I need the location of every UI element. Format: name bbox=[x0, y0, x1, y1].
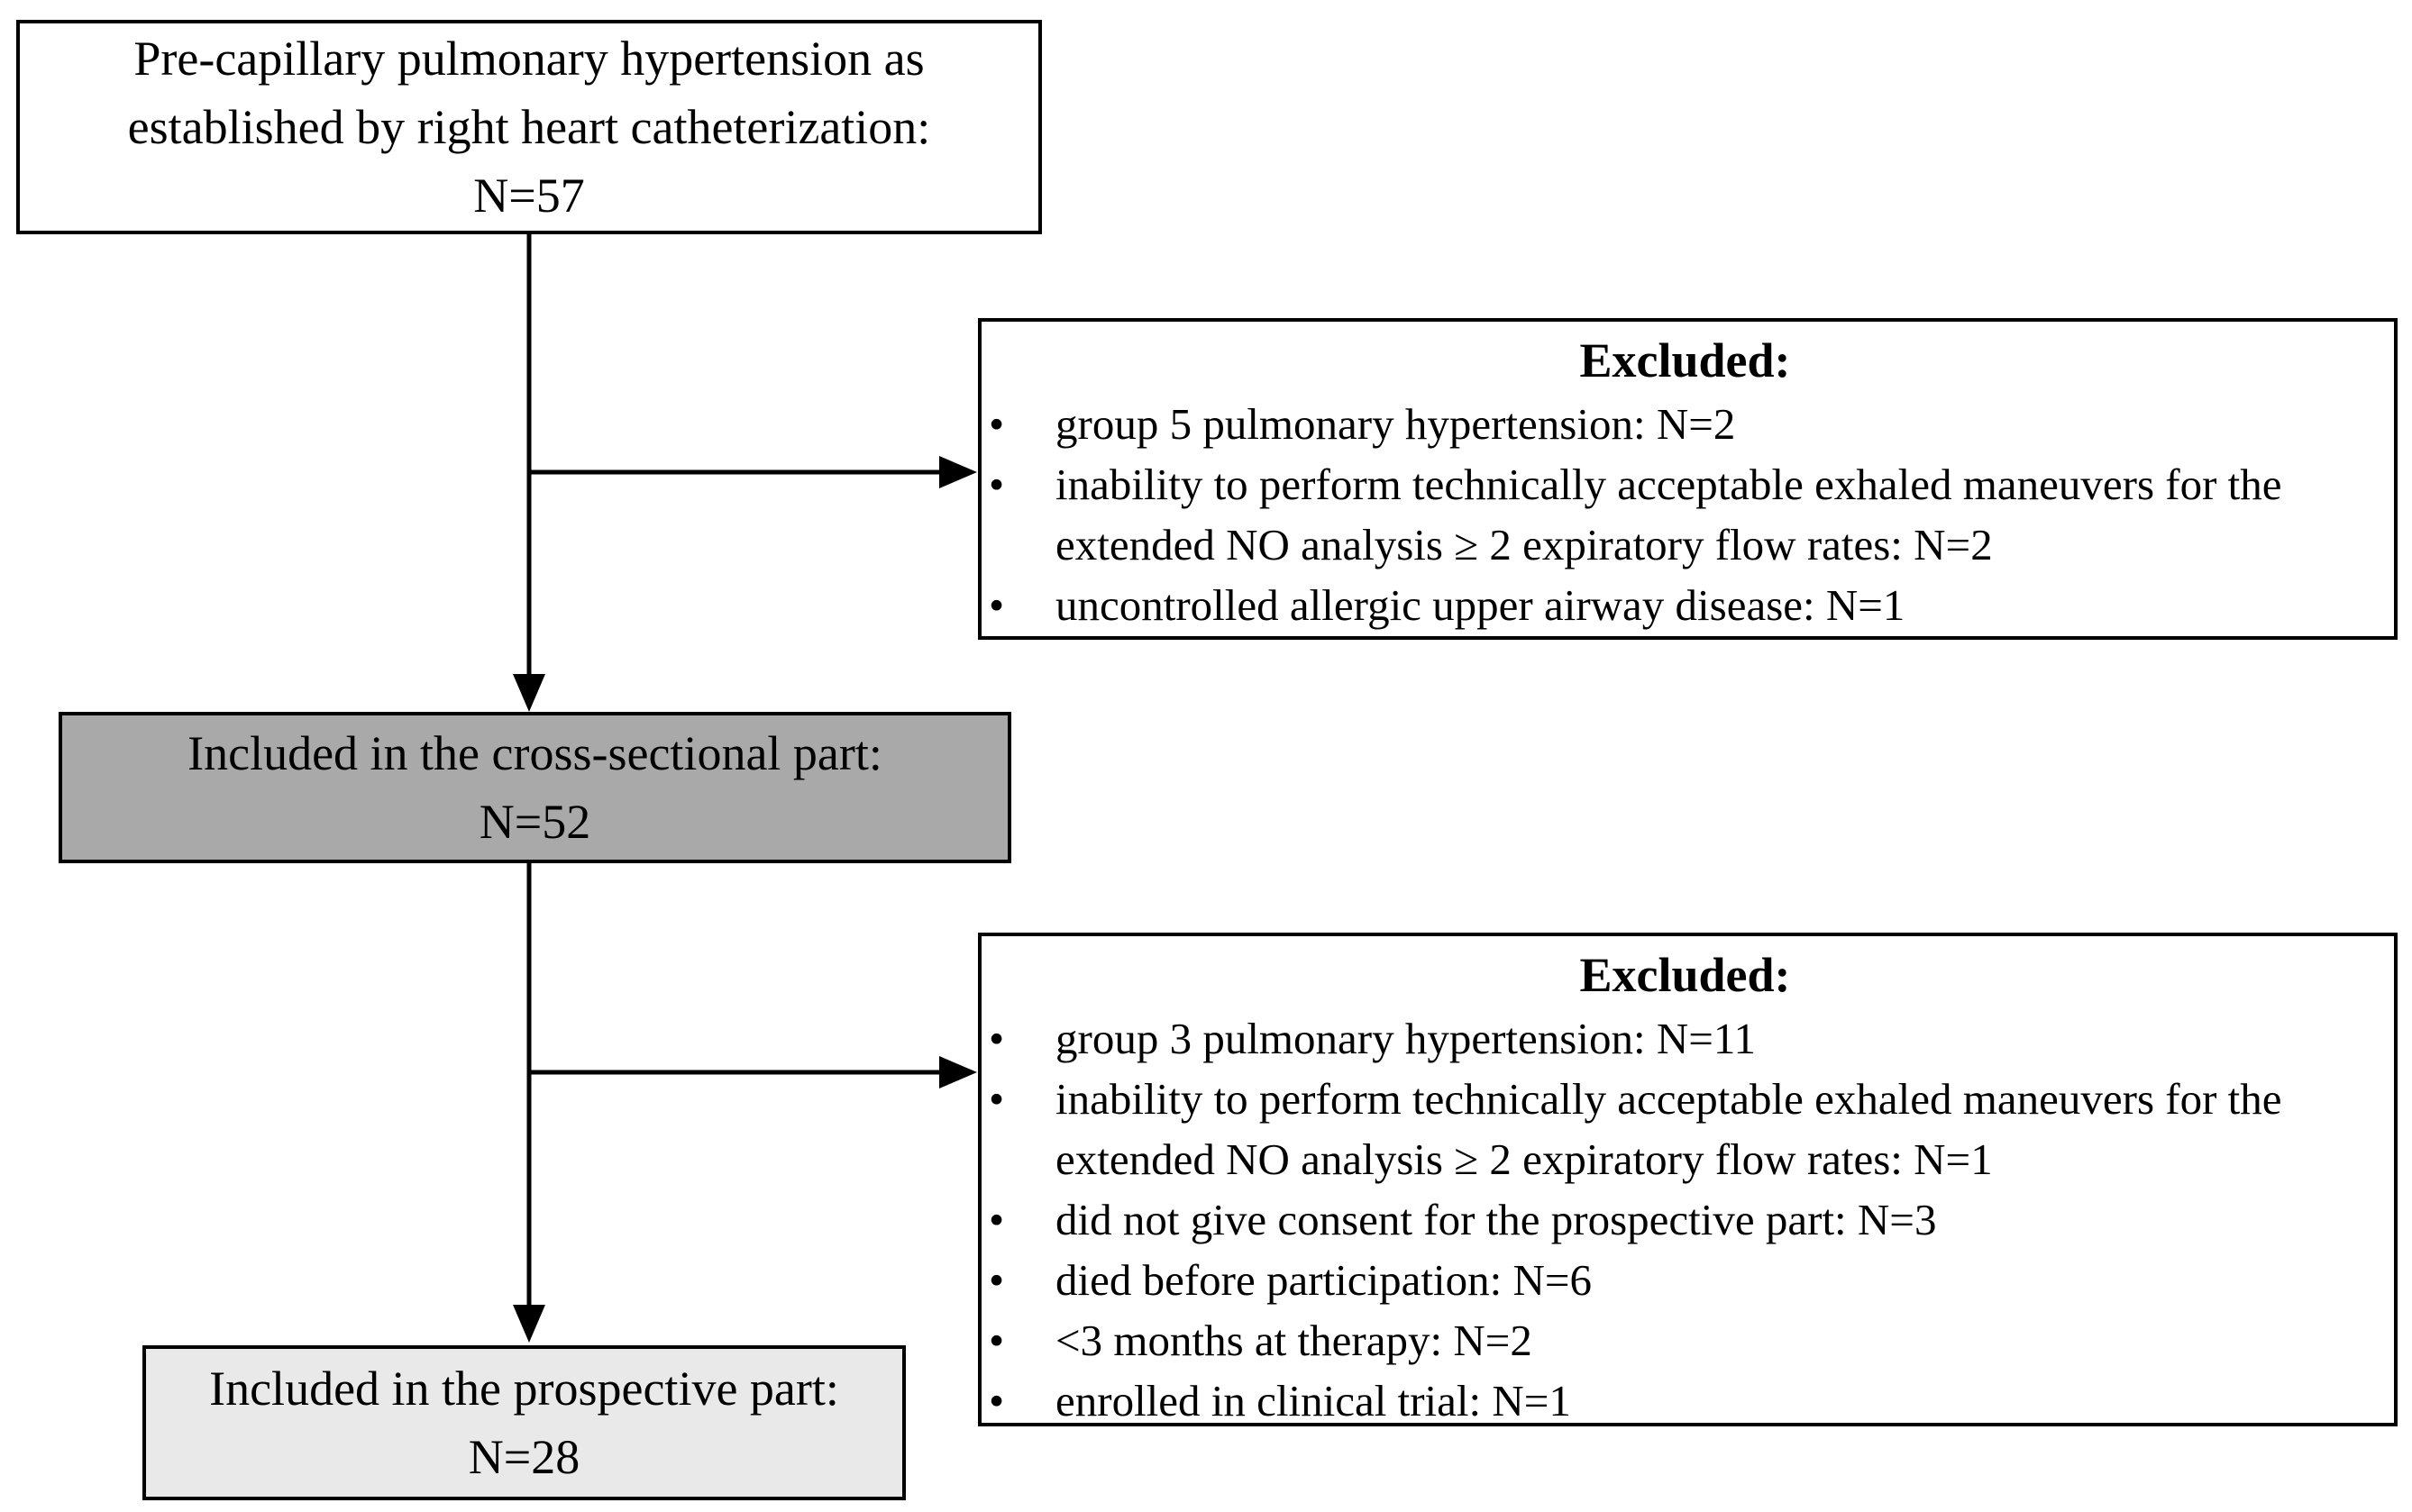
excluded-box-2: Excluded: • group 3 pulmonary hypertensi… bbox=[978, 933, 2398, 1426]
excluded-item-text: inability to perform technically accepta… bbox=[1055, 460, 2282, 569]
excluded-box-1-title: Excluded: bbox=[1579, 333, 1791, 387]
bullet-icon: • bbox=[989, 1316, 1005, 1365]
bullet-icon: • bbox=[989, 460, 1005, 509]
source-box: Pre-capillary pulmonary hypertension as … bbox=[16, 20, 1042, 234]
cross-sectional-box-count: N=52 bbox=[479, 795, 591, 849]
bullet-icon: • bbox=[989, 580, 1005, 630]
arrow-cross-sectional-to-prospective bbox=[513, 863, 545, 1343]
cross-sectional-box: Included in the cross-sectional part: N=… bbox=[59, 712, 1011, 863]
excluded-item: • did not give consent for the prospecti… bbox=[985, 1189, 2385, 1250]
bullet-icon: • bbox=[989, 1376, 1005, 1425]
excluded-item-text: inability to perform technically accepta… bbox=[1055, 1074, 2282, 1184]
excluded-box-1-list: • group 5 pulmonary hypertension: N=2 • … bbox=[985, 394, 2385, 635]
excluded-item: • uncontrolled allergic upper airway dis… bbox=[985, 575, 2385, 635]
excluded-item: • enrolled in clinical trial: N=1 bbox=[985, 1371, 2385, 1431]
prospective-box-count: N=28 bbox=[468, 1430, 580, 1484]
excluded-item-text: <3 months at therapy: N=2 bbox=[1055, 1316, 1532, 1365]
prospective-box-label: Included in the prospective part: bbox=[209, 1362, 839, 1416]
cross-sectional-box-label: Included in the cross-sectional part: bbox=[187, 726, 882, 780]
excluded-item-text: uncontrolled allergic upper airway disea… bbox=[1055, 580, 1905, 630]
excluded-item: • inability to perform technically accep… bbox=[985, 454, 2385, 575]
prospective-box: Included in the prospective part: N=28 bbox=[142, 1345, 906, 1500]
bullet-icon: • bbox=[989, 1014, 1005, 1063]
excluded-item-text: group 3 pulmonary hypertension: N=11 bbox=[1055, 1014, 1757, 1063]
excluded-item-text: died before participation: N=6 bbox=[1055, 1255, 1593, 1305]
source-box-count: N=57 bbox=[473, 169, 585, 223]
bullet-icon: • bbox=[989, 1195, 1005, 1244]
bullet-icon: • bbox=[989, 1255, 1005, 1305]
source-box-label: Pre-capillary pulmonary hypertension as … bbox=[127, 32, 931, 154]
excluded-item-text: did not give consent for the prospective… bbox=[1055, 1195, 1937, 1244]
excluded-item-text: enrolled in clinical trial: N=1 bbox=[1055, 1376, 1571, 1425]
arrow-branch-to-excluded-1 bbox=[527, 456, 977, 488]
bullet-icon: • bbox=[989, 1074, 1005, 1124]
excluded-item: • group 3 pulmonary hypertension: N=11 bbox=[985, 1008, 2385, 1069]
excluded-box-2-list: • group 3 pulmonary hypertension: N=11 •… bbox=[985, 1008, 2385, 1431]
arrow-source-to-cross-sectional bbox=[513, 234, 545, 712]
excluded-item-text: group 5 pulmonary hypertension: N=2 bbox=[1055, 399, 1736, 449]
excluded-item: • inability to perform technically accep… bbox=[985, 1069, 2385, 1189]
arrow-branch-to-excluded-2 bbox=[527, 1056, 977, 1088]
bullet-icon: • bbox=[989, 399, 1005, 449]
excluded-item: • group 5 pulmonary hypertension: N=2 bbox=[985, 394, 2385, 454]
excluded-item: • died before participation: N=6 bbox=[985, 1250, 2385, 1310]
excluded-box-2-title: Excluded: bbox=[1579, 948, 1791, 1002]
excluded-item: • <3 months at therapy: N=2 bbox=[985, 1310, 2385, 1371]
excluded-box-1: Excluded: • group 5 pulmonary hypertensi… bbox=[978, 318, 2398, 640]
